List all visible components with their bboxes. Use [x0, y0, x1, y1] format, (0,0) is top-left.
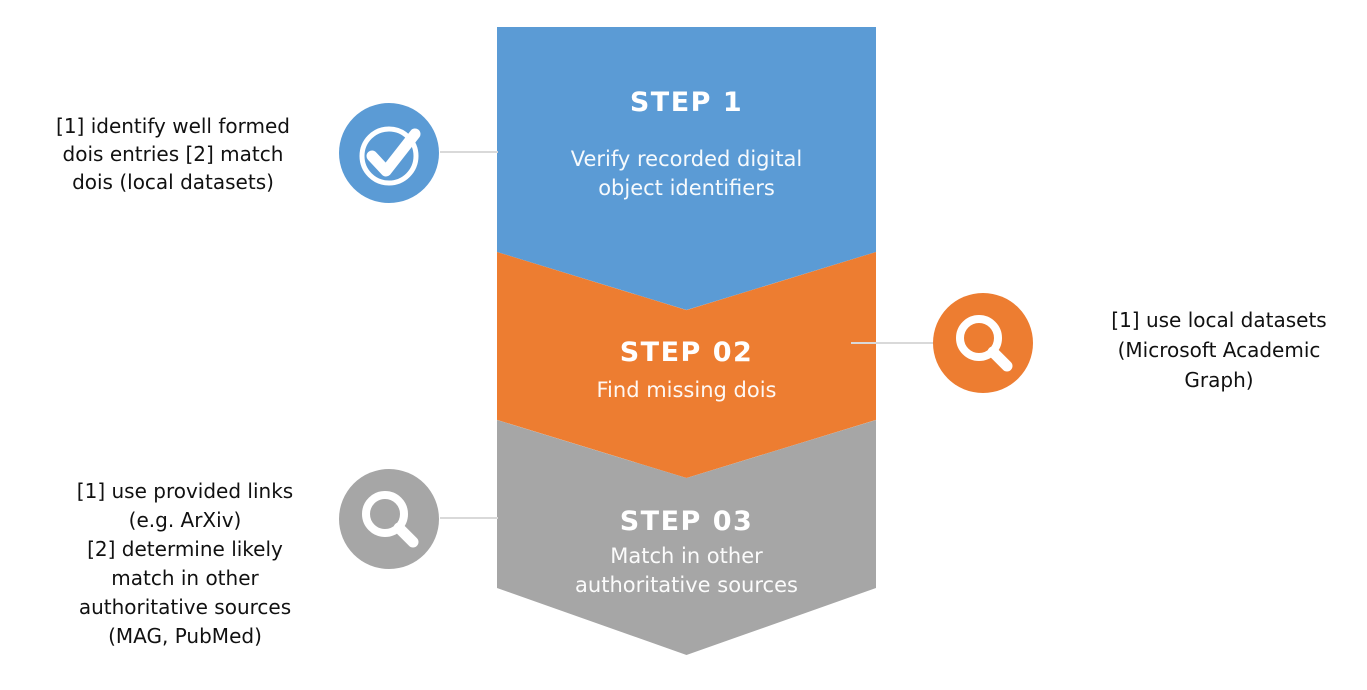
step-3-icon-circle	[339, 469, 439, 569]
step-2-annotation: [1] use local datasets (Microsoft Academ…	[1111, 308, 1327, 392]
search-icon	[339, 469, 439, 569]
step-1-icon-circle	[339, 103, 439, 203]
search-icon	[933, 293, 1033, 393]
step-1-connector-line	[440, 151, 498, 153]
step-3-annotation: [1] use provided links (e.g. ArXiv) [2] …	[76, 479, 294, 648]
step-3-subtitle: Match in other authoritative sources	[575, 544, 798, 597]
check-circle-icon	[339, 103, 439, 203]
step-1-annotation: [1] identify well formed dois entries [2…	[56, 114, 290, 194]
step-3-title: STEP 03	[619, 506, 754, 537]
step-1-title: STEP 1	[629, 87, 744, 118]
step-2-icon-circle	[933, 293, 1033, 393]
step-2-subtitle: Find missing dois	[596, 378, 777, 402]
step-1-subtitle: Verify recorded digital object identifie…	[570, 147, 803, 200]
step-3-connector-line	[440, 517, 498, 519]
step-2-title: STEP 02	[619, 337, 754, 368]
step-2-connector-line	[851, 342, 934, 344]
step-1-chevron: STEP 1 Verify recorded digital object id…	[497, 27, 876, 310]
